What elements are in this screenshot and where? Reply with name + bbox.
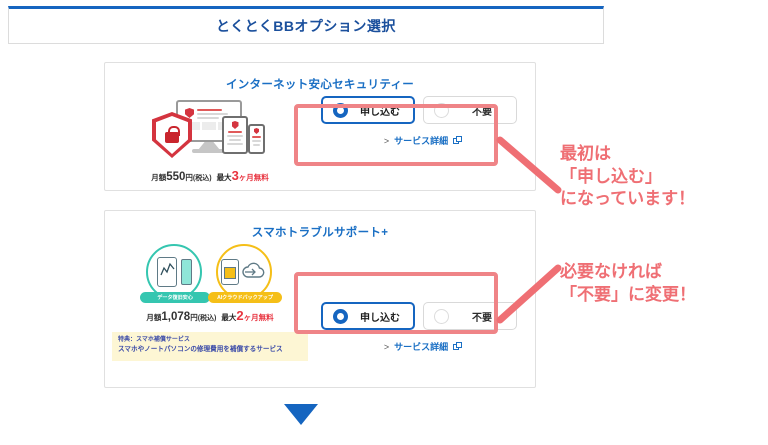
cloud-backup-icon xyxy=(216,244,272,300)
annotation-2-line1: 必要なければ xyxy=(560,262,662,281)
radio-dot-selected-icon xyxy=(333,308,348,324)
annotation-1-line3: になっています！ xyxy=(560,189,696,209)
chevron-down-triangle xyxy=(284,404,318,425)
card-title-support: スマホトラブルサポート+ xyxy=(251,227,389,239)
benefit-note-line1: 特典：スマホ補償サービス xyxy=(118,337,190,343)
free-months: 3 xyxy=(231,168,239,183)
price-unit: 円 xyxy=(190,313,198,322)
option-card-security: インターネット安心セキュリティー xyxy=(104,62,536,191)
lock-icon xyxy=(165,125,180,143)
radio-apply-security[interactable]: 申し込む xyxy=(321,96,415,124)
feature-badge-cloud-backup: AIクラウドバックアップ xyxy=(208,244,282,303)
benefit-note-line2: スマホやノートパソコンの修理費用を補償するサービス xyxy=(118,346,283,354)
external-link-icon xyxy=(453,342,463,351)
annotation-1-line2: 「申し込む」 xyxy=(560,166,662,186)
page-title: とくとくBBオプション選択 xyxy=(216,18,396,34)
radio-dot-empty-icon xyxy=(434,308,449,324)
annotation-2-line2: 「不要」に変更！ xyxy=(560,284,696,304)
radio-apply-support[interactable]: 申し込む xyxy=(321,302,415,330)
service-detail-link-security[interactable]: > サービス詳細 xyxy=(315,134,531,147)
free-months: 2 xyxy=(236,308,244,323)
option-column-security: 申し込む 不要 > サービス詳細 xyxy=(315,96,531,147)
badge-label-data-recovery: データ復旧安心 xyxy=(140,291,210,303)
chevron-right-icon: > xyxy=(383,341,390,352)
service-detail-label: サービス詳細 xyxy=(394,342,449,352)
feature-badges: データ復旧安心 xyxy=(140,244,282,303)
chevron-right-icon: > xyxy=(383,135,390,146)
annotation-text-first: 最初は 「申し込む」 になっています！ xyxy=(560,143,695,211)
service-detail-label: サービス詳細 xyxy=(394,136,449,146)
radio-decline-label: 不要 xyxy=(472,312,492,324)
radio-apply-label: 申し込む xyxy=(360,312,400,324)
badge-label-cloud-backup: AIクラウドバックアップ xyxy=(208,291,282,303)
security-illustration-column: 月額550円(税込) 最大3ヶ月無料 xyxy=(105,92,315,183)
price-tax: (税込) xyxy=(192,175,212,182)
radio-group-security: 申し込む 不要 xyxy=(315,96,531,124)
page-header: とくとくBBオプション選択 xyxy=(8,6,604,44)
radio-apply-label: 申し込む xyxy=(360,106,400,118)
radio-decline-label: 不要 xyxy=(472,106,492,118)
benefit-note: 特典：スマホ補償サービス スマホやノートパソコンの修理費用を補償するサービス xyxy=(112,332,308,361)
price-prefix: 月額 xyxy=(146,313,162,322)
price-prefix: 月額 xyxy=(151,173,167,182)
option-card-support: スマホトラブルサポート+ xyxy=(104,210,536,388)
price-tax: (税込) xyxy=(197,315,217,322)
free-prefix: 最大 xyxy=(221,313,237,322)
annotation-1-line1: 最初は xyxy=(560,144,611,163)
feature-badge-data-recovery: データ復旧安心 xyxy=(140,244,210,303)
free-prefix: 最大 xyxy=(216,173,232,182)
support-illustration-column: データ復旧安心 xyxy=(105,240,315,361)
chart-line-icon xyxy=(159,262,175,276)
cloud-arrow-icon xyxy=(242,262,265,278)
service-detail-link-support[interactable]: > サービス詳細 xyxy=(315,340,531,353)
free-suffix: ヶ月無料 xyxy=(238,173,269,182)
price-amount: 1,078 xyxy=(161,311,191,323)
external-link-icon xyxy=(453,136,463,145)
card-title-security: インターネット安心セキュリティー xyxy=(225,79,415,91)
annotation-text-second: 必要なければ 「不要」に変更！ xyxy=(560,261,696,306)
price-unit: 円 xyxy=(185,173,193,182)
shield-lock-devices-icon xyxy=(150,98,270,160)
price-amount: 550 xyxy=(166,171,186,183)
free-suffix: ヶ月無料 xyxy=(243,313,274,322)
price-line-support: 月額1,078円(税込) 最大2ヶ月無料 xyxy=(146,308,273,323)
price-line-security: 月額550円(税込) 最大3ヶ月無料 xyxy=(151,168,269,183)
